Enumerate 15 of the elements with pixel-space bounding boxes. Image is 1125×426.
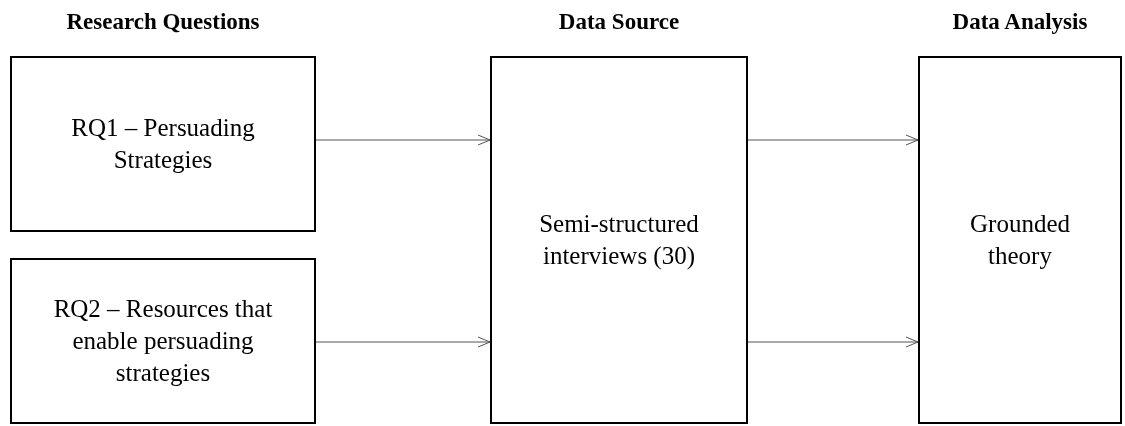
column-heading: Data Source	[558, 8, 680, 36]
process-box	[10, 258, 316, 424]
box-text: Grounded theory	[969, 209, 1071, 271]
box-text: RQ2 – Resources that enable persuading strategies	[52, 294, 274, 388]
column-heading: Data Analysis	[952, 8, 1088, 36]
arrow	[747, 336, 919, 348]
box-text: RQ1 – Persuading Strategies	[70, 113, 256, 175]
arrow	[747, 134, 919, 146]
arrow	[315, 336, 491, 348]
process-box	[10, 56, 316, 232]
process-box	[490, 56, 748, 424]
box-text: Semi-structured interviews (30)	[538, 209, 700, 272]
arrow	[315, 134, 491, 146]
column-heading: Research Questions	[66, 8, 260, 36]
process-box	[918, 56, 1122, 424]
